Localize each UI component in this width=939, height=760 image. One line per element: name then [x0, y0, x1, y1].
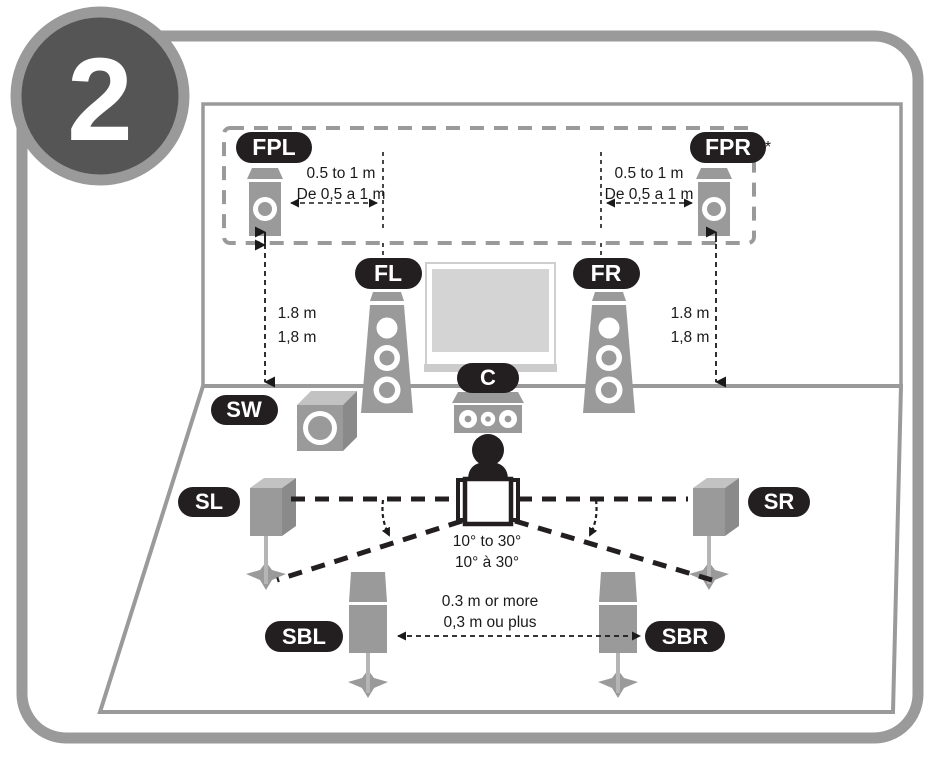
chip-sw-label: SW: [226, 397, 262, 422]
measure-fpr-offset: [600, 152, 693, 230]
measure-angle-line2: 10° à 30°: [455, 554, 519, 571]
measure-fpr-line2: De 0,5 a 1 m: [605, 186, 694, 203]
chip-sl-label: SL: [195, 489, 223, 514]
measure-fpl-offset: [290, 152, 384, 230]
outer-frame: [16, 30, 924, 744]
measure-gap-line2: 0,3 m ou plus: [443, 614, 536, 631]
measure-height-left-line1: 1.8 m: [278, 305, 317, 322]
speaker-sr: [689, 478, 739, 590]
speaker-fpr: [696, 168, 732, 236]
television: [424, 262, 557, 372]
chip-c-label: C: [480, 365, 496, 390]
chip-fl: FL: [355, 258, 422, 289]
measure-height-left-line2: 1,8 m: [278, 329, 317, 346]
speaker-fr: [583, 292, 635, 413]
measure-height-right-line1: 1.8 m: [671, 305, 710, 322]
chip-fpl-label: FPL: [252, 134, 295, 160]
chip-c: C: [457, 363, 519, 393]
measure-gap-line1: 0.3 m or more: [442, 593, 538, 610]
front-presence-zone: [222, 126, 756, 245]
chip-sbr: SBR: [645, 621, 725, 652]
listener-seat: [456, 434, 520, 527]
measure-fpr-line1: 0.5 to 1 m: [615, 165, 684, 182]
chip-fr: FR: [573, 258, 640, 289]
chip-fl-label: FL: [374, 260, 402, 286]
chip-sr-label: SR: [764, 489, 795, 514]
speaker-sl: [246, 478, 296, 590]
chip-sr: SR: [748, 487, 810, 517]
speaker-sbl: [348, 572, 388, 698]
speaker-fpl: [247, 168, 283, 236]
chip-sl: SL: [178, 487, 240, 517]
measure-height-right-line2: 1,8 m: [671, 329, 710, 346]
chip-sbl-label: SBL: [282, 624, 326, 649]
chip-fpl: FPL: [236, 132, 312, 163]
surround-angle-guides: [276, 496, 713, 583]
speaker-subwoofer: [297, 391, 357, 451]
step-number-badge: 2: [10, 6, 190, 186]
measure-angle-line1: 10° to 30°: [453, 533, 521, 550]
measure-fpl-line1: 0.5 to 1 m: [307, 165, 376, 182]
chip-fr-label: FR: [591, 260, 622, 286]
chip-fpr: FPR: [690, 132, 766, 163]
measure-fpl-line2: De 0,5 a 1 m: [297, 186, 386, 203]
chip-sw: SW: [211, 395, 278, 425]
speaker-fl: [361, 292, 413, 413]
chip-fpr-label: FPR: [705, 134, 751, 160]
chip-sbl: SBL: [265, 621, 343, 652]
step-number-text: 2: [67, 34, 133, 166]
speaker-sbr: [598, 572, 638, 698]
chip-sbr-label: SBR: [662, 624, 709, 649]
footnote-asterisk: *: [765, 139, 771, 156]
room-floor: [97, 384, 904, 714]
speaker-center: [452, 392, 524, 433]
